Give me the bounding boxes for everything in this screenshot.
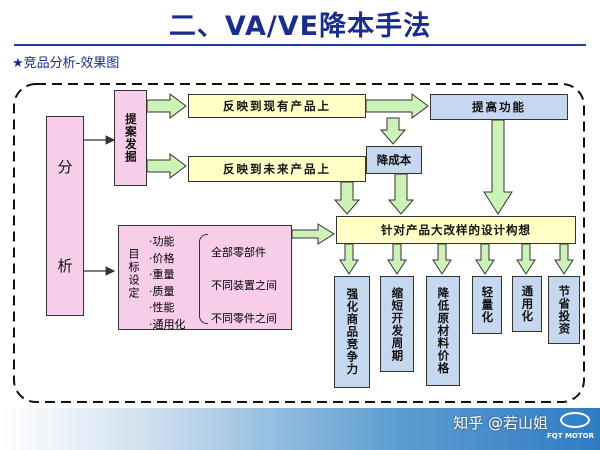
goal-item: ·重量 xyxy=(149,268,175,281)
arrow-improve-to-design xyxy=(483,119,513,215)
arrow-design-to-outcome-1 xyxy=(339,243,359,275)
arrow-cost-to-design xyxy=(387,173,415,215)
outcome-box-generalization: 通用化 xyxy=(512,276,542,332)
outcome-label: 通用化 xyxy=(520,285,535,323)
goal-setting-box: 目标设定 ·功能 ·价格 ·重量 ·质量 ·性能 ·通用化 全部零部件 不同装置… xyxy=(118,225,292,333)
outcome-label: 强化商品竞争力 xyxy=(345,288,360,376)
goal-item: ·价格 xyxy=(149,251,175,265)
arrow-design-to-outcome-6 xyxy=(554,243,574,275)
outcome-label: 轻量化 xyxy=(480,286,495,324)
outcome-label: 节省投资 xyxy=(557,285,572,335)
goal-heading: 目标设定 xyxy=(127,248,140,300)
arrow-goals-to-design xyxy=(291,223,335,245)
reflect-future-box: 反映到未来产品上 xyxy=(188,156,366,182)
arrow-future-to-design xyxy=(333,181,361,215)
design-concept-box: 针对产品大改样的设计构想 xyxy=(336,216,576,244)
goal-scope-list: 全部零部件 不同装置之间 不同零件之间 xyxy=(211,236,277,335)
design-concept-label: 针对产品大改样的设计构想 xyxy=(381,223,531,237)
outcome-box-competitiveness: 强化商品竞争力 xyxy=(334,276,370,388)
outcome-label: 降低原材料价格 xyxy=(436,287,451,375)
analysis-char-1: 分 xyxy=(57,158,73,176)
improve-function-box: 提高功能 xyxy=(430,94,568,120)
analysis-box: 分 析 xyxy=(46,116,84,316)
reflect-current-label: 反映到现有产品上 xyxy=(223,99,331,113)
reduce-cost-box: 降成本 xyxy=(366,146,422,174)
proposal-box: 提案发掘 xyxy=(114,90,147,186)
reduce-cost-label: 降成本 xyxy=(376,153,412,167)
goal-brace xyxy=(199,234,208,324)
goal-item: ·性能 xyxy=(149,301,175,314)
arrow-proposal-to-future xyxy=(146,153,187,179)
analysis-char-2: 析 xyxy=(57,257,73,275)
outcome-box-lightweight: 轻量化 xyxy=(472,276,502,334)
improve-function-label: 提高功能 xyxy=(472,100,526,114)
brand-logo-icon xyxy=(560,412,590,428)
reflect-current-box: 反映到现有产品上 xyxy=(188,94,366,118)
goal-item: ·通用化 xyxy=(149,317,186,331)
goal-item: ·质量 xyxy=(149,284,175,298)
arrow-current-to-cost xyxy=(379,117,407,145)
dash-frame xyxy=(13,83,585,403)
goal-scope-item: 不同零件之间 xyxy=(211,312,277,325)
proposal-label: 提案发掘 xyxy=(123,113,138,163)
arrow-current-to-improve xyxy=(365,93,429,119)
page-title: 二、VA/VE降本手法 xyxy=(168,11,432,42)
watermark-text: 知乎 @若山姐 xyxy=(453,414,548,432)
reflect-future-label: 反映到未来产品上 xyxy=(223,162,331,176)
arrow-design-to-outcome-4 xyxy=(475,243,495,275)
outcome-box-material-price: 降低原材料价格 xyxy=(426,276,460,386)
goal-item: ·功能 xyxy=(149,235,175,248)
arrow-proposal-to-current xyxy=(146,93,187,119)
page-subtitle: ★竞品分析-效果图 xyxy=(12,56,120,71)
goal-scope-item: 全部零部件 xyxy=(211,246,266,259)
goal-item-list: ·功能 ·价格 ·重量 ·质量 ·性能 ·通用化 xyxy=(149,234,186,333)
outcome-box-dev-cycle: 缩短开发周期 xyxy=(380,276,414,372)
arrow-design-to-outcome-2 xyxy=(387,243,407,275)
arrow-design-to-outcome-5 xyxy=(516,243,536,275)
footer-band xyxy=(0,408,600,450)
arrow-design-to-outcome-3 xyxy=(432,243,452,275)
outcome-label: 缩短开发周期 xyxy=(390,286,405,362)
title-underline xyxy=(14,44,586,46)
outcome-box-investment: 节省投资 xyxy=(548,276,580,344)
brand-name: FQT MOTOR xyxy=(547,432,594,440)
goal-scope-item: 不同装置之间 xyxy=(211,279,277,292)
